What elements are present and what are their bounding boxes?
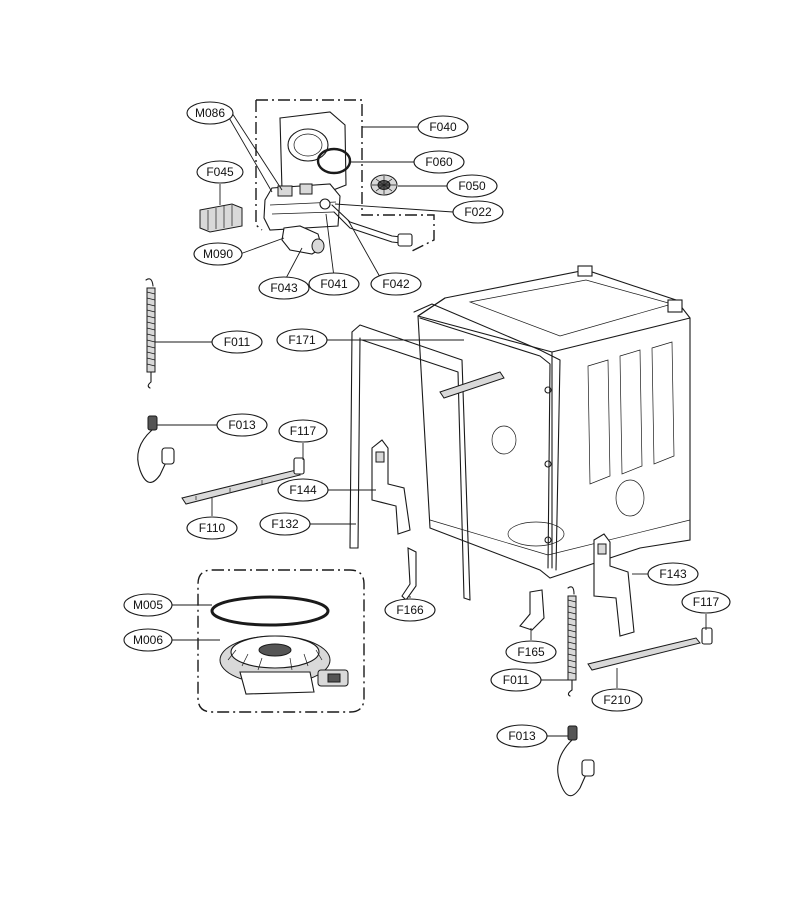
callout-f210: F210 xyxy=(591,688,643,712)
door-cable-upper-part xyxy=(137,415,175,483)
callout-f117-left: F117 xyxy=(278,419,328,443)
callout-m005: M005 xyxy=(123,593,173,617)
svg-text:F117: F117 xyxy=(693,595,720,609)
tub-rail-part xyxy=(413,303,561,571)
bracket-clip-left-part xyxy=(401,547,417,601)
callout-f143: F143 xyxy=(647,562,699,586)
svg-text:F110: F110 xyxy=(199,521,226,535)
svg-text:F040: F040 xyxy=(429,120,457,134)
svg-text:F143: F143 xyxy=(659,567,687,581)
callout-f117-right: F117 xyxy=(681,590,731,614)
sump-housing-part xyxy=(263,183,341,231)
callout-f013-upper: F013 xyxy=(216,413,268,437)
svg-text:F132: F132 xyxy=(271,517,299,531)
callout-f050: F050 xyxy=(446,174,498,198)
svg-text:M086: M086 xyxy=(195,106,225,120)
svg-text:F210: F210 xyxy=(603,693,631,707)
callout-f144: F144 xyxy=(277,478,329,502)
callout-f171: F171 xyxy=(276,328,328,352)
door-rail-right-part xyxy=(587,627,713,671)
svg-text:F022: F022 xyxy=(464,205,492,219)
svg-text:F041: F041 xyxy=(320,277,348,291)
tub-part xyxy=(417,265,691,579)
callout-f110: F110 xyxy=(186,516,238,540)
pump-gasket-part xyxy=(210,595,330,627)
svg-text:F117: F117 xyxy=(290,424,317,438)
svg-text:M005: M005 xyxy=(133,598,163,612)
filter-disc-part xyxy=(370,174,398,196)
door-cable-lower-part xyxy=(557,725,595,797)
svg-text:F045: F045 xyxy=(206,165,234,179)
svg-text:F144: F144 xyxy=(289,483,317,497)
svg-text:F165: F165 xyxy=(517,645,545,659)
callout-f022: F022 xyxy=(452,200,504,224)
callout-f011-upper: F011 xyxy=(211,330,263,354)
svg-text:F050: F050 xyxy=(458,179,486,193)
wash-pump-assembly-part xyxy=(219,635,349,695)
svg-text:F042: F042 xyxy=(382,277,410,291)
callout-f040: F040 xyxy=(417,115,469,139)
leader-lines xyxy=(155,112,707,737)
callout-f041: F041 xyxy=(308,272,360,296)
callout-f013-lower: F013 xyxy=(496,724,548,748)
callout-f166: F166 xyxy=(384,598,436,622)
callout-m090: M090 xyxy=(193,242,243,266)
sump-cover-part xyxy=(279,111,347,197)
filter-screen-part xyxy=(199,203,243,233)
drain-pump-part xyxy=(281,225,325,255)
svg-text:F011: F011 xyxy=(503,673,530,687)
door-spring-upper-part xyxy=(145,278,156,389)
svg-text:F166: F166 xyxy=(396,603,424,617)
callout-f011-lower: F011 xyxy=(490,668,542,692)
callout-m086: M086 xyxy=(186,101,234,125)
svg-text:F013: F013 xyxy=(508,729,536,743)
svg-text:F011: F011 xyxy=(224,335,251,349)
bracket-right-part xyxy=(593,533,635,637)
door-rail-left-part xyxy=(181,457,305,505)
svg-text:F171: F171 xyxy=(288,333,316,347)
upper-group-boundary xyxy=(255,99,435,253)
svg-text:F043: F043 xyxy=(270,281,298,295)
callout-f165: F165 xyxy=(505,640,557,664)
callout-f042: F042 xyxy=(370,272,422,296)
bracket-clip-right-part xyxy=(519,589,545,631)
pump-group-boundary xyxy=(197,569,365,713)
door-spring-lower-part xyxy=(567,586,577,697)
callout-m006: M006 xyxy=(123,628,173,652)
callout-f132: F132 xyxy=(259,512,311,536)
tub-gasket-part xyxy=(349,324,471,601)
svg-text:M090: M090 xyxy=(203,247,233,261)
sump-gasket-part xyxy=(316,147,352,175)
svg-text:M006: M006 xyxy=(133,633,163,647)
svg-text:F060: F060 xyxy=(425,155,453,169)
callout-f045: F045 xyxy=(196,160,244,184)
svg-text:F013: F013 xyxy=(228,418,256,432)
callout-f060: F060 xyxy=(413,150,465,174)
callout-f043: F043 xyxy=(258,276,310,300)
hose-part xyxy=(331,204,413,247)
bracket-left-part xyxy=(371,439,411,535)
